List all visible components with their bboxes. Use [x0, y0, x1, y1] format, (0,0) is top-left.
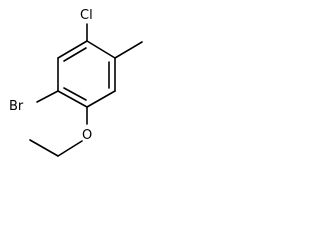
ring-bond-c1-c2 — [86, 40, 116, 59]
bromine-label: Br — [9, 99, 24, 114]
ring-double-bond-c4-c5 — [63, 87, 87, 101]
bond-ethyl-methyl — [29, 139, 59, 157]
ring-double-bond-c1-c6 — [63, 47, 87, 62]
chemical-structure: Cl Br O — [9, 8, 143, 157]
ring-bond-c6-c1 — [57, 40, 88, 59]
oxygen-label: O — [82, 128, 92, 143]
ring-bond-c3-c4 — [86, 90, 116, 108]
bond-oxygen-ethyl — [57, 140, 83, 157]
chlorine-label: Cl — [80, 8, 93, 23]
bond-c5-bromine — [36, 90, 59, 103]
bond-c2-methyl — [114, 41, 143, 59]
ring-bond-c4-c5 — [57, 90, 88, 108]
